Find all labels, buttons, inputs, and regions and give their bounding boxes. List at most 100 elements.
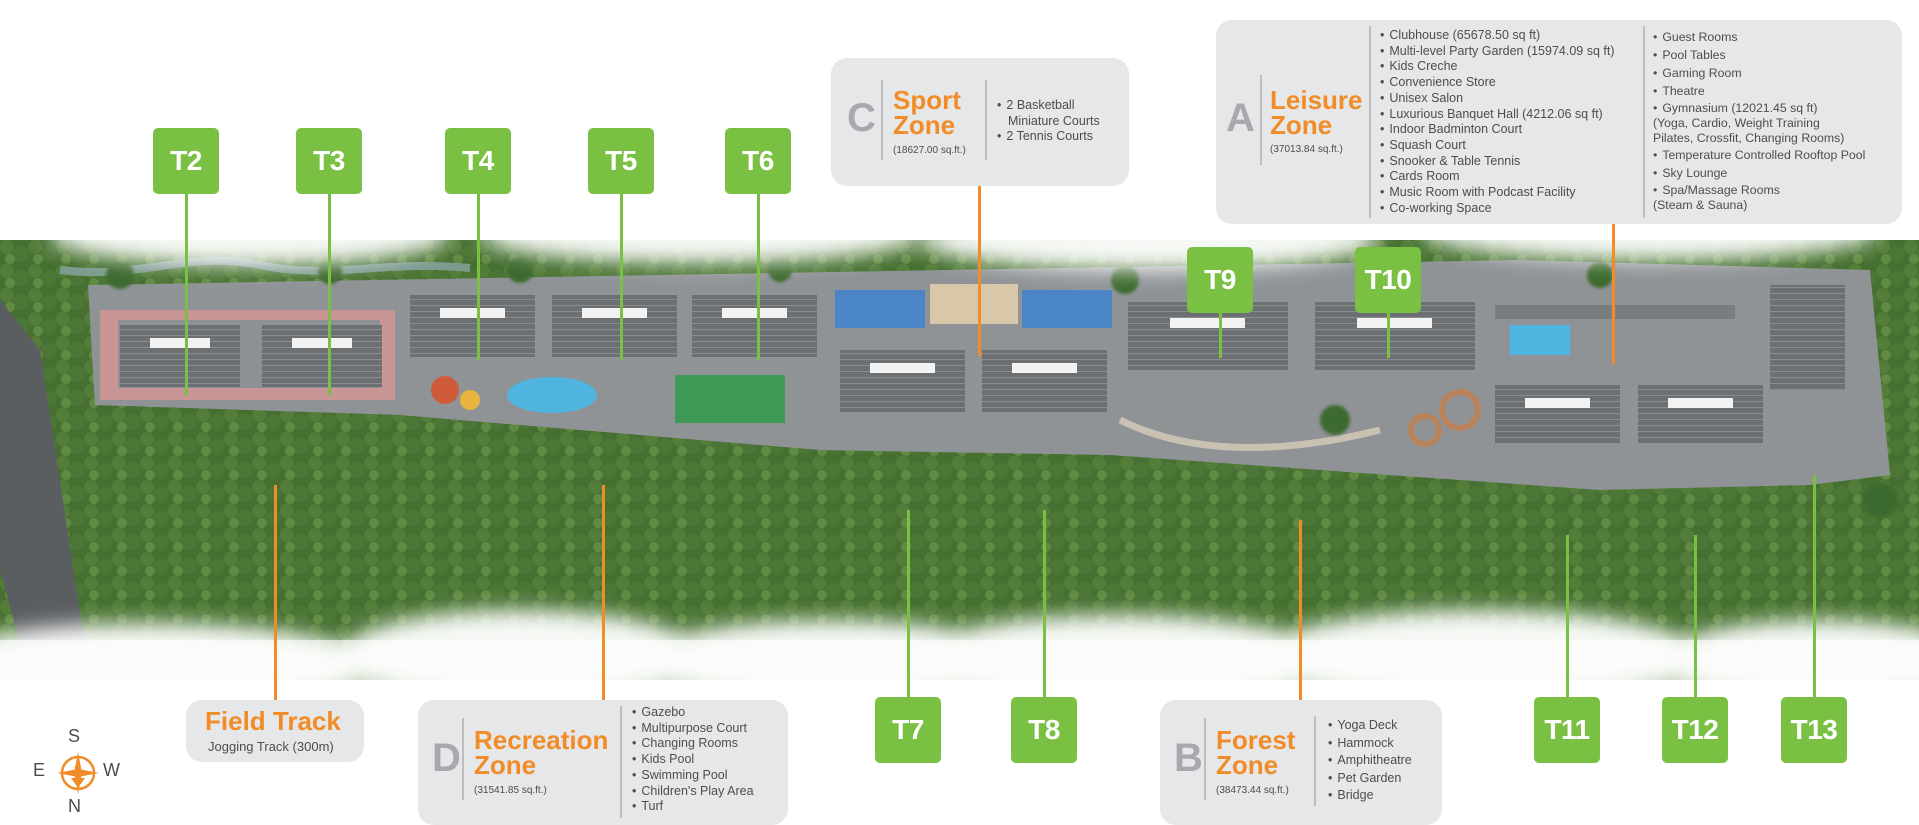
forest-zone-features: Yoga Deck Hammock Amphitheatre Pet Garde… [1328,717,1412,805]
compass-west-label: W [103,760,120,780]
feature-item: Yoga Deck [1328,717,1412,735]
forest-zone-letter: B [1174,736,1203,780]
leisure-zone-letter: A [1226,96,1255,140]
t12-pointer-line [1694,535,1697,700]
leisure-zone-title-line1: Leisure [1270,85,1363,115]
feature-item: Gymnasium (12021.45 sq ft) [1653,100,1865,116]
tower-t5-tag[interactable]: T5 [588,128,654,194]
divider [985,80,987,160]
feature-item: Convenience Store [1380,75,1615,91]
divider [1369,26,1371,218]
sport-zone-pointer-line [978,186,981,356]
feature-item: Unisex Salon [1380,91,1615,107]
divider [881,80,883,160]
field-track-title: Field Track [205,706,341,736]
feature-item: Luxurious Banquet Hall (4212.06 sq ft) [1380,107,1615,123]
feature-item: Swimming Pool [632,768,754,784]
leisure-zone-pointer-line [1612,224,1615,364]
recreation-zone-features: Gazebo Multipurpose Court Changing Rooms… [632,705,754,815]
t8-pointer-line [1043,510,1046,700]
divider [1643,26,1645,218]
compass-east-label: E [33,760,46,780]
t13-pointer-line [1813,475,1816,700]
compass-north-label: N [68,796,81,816]
tower-t7-tag[interactable]: T7 [875,697,941,763]
feature-item: Multipurpose Court [632,721,754,737]
sport-zone-letter: C [847,96,876,140]
leisure-zone-features-col2: Guest Rooms Pool Tables Gaming Room Thea… [1653,28,1865,213]
feature-item-continued: Miniature Courts [1008,113,1100,128]
feature-item: Indoor Badminton Court [1380,122,1615,138]
leisure-zone-title-line2: Zone [1270,110,1333,140]
recreation-zone-card[interactable]: D Recreation Zone (31541.85 sq.ft.) Gaze… [418,700,788,825]
tower-t3-tag[interactable]: T3 [296,128,362,194]
forest-zone-card[interactable]: B Forest Zone (38473.44 sq.ft.) Yoga Dec… [1160,700,1442,825]
t2-pointer-line [185,190,188,395]
t10-pointer-line [1387,310,1390,358]
feature-item: Theatre [1653,82,1865,100]
recreation-zone-title-line1: Recreation [474,725,609,755]
t7-pointer-line [907,510,910,700]
tower-t10-tag[interactable]: T10 [1355,247,1421,313]
t11-pointer-line [1566,535,1569,700]
t9-pointer-line [1219,310,1222,358]
recreation-zone-letter: D [432,736,461,780]
feature-item: Co-working Space [1380,201,1615,217]
divider [1314,716,1316,806]
feature-item: Gaming Room [1653,64,1865,82]
building-footprints [120,285,1845,443]
feature-item: Snooker & Table Tennis [1380,154,1615,170]
feature-item: 2 Tennis Courts [997,129,1100,145]
tower-t9-tag[interactable]: T9 [1187,247,1253,313]
compass-south-label: S [68,726,81,746]
feature-item: Guest Rooms [1653,28,1865,46]
leisure-zone-features-col1: Clubhouse (65678.50 sq ft) Multi-level P… [1380,28,1615,217]
aerial-site-plan [0,240,1919,680]
field-track-subtitle: Jogging Track (300m) [208,739,334,754]
t4-pointer-line [477,190,480,360]
feature-item: Kids Pool [632,752,754,768]
feature-item: Temperature Controlled Rooftop Pool [1653,146,1865,164]
feature-item: Changing Rooms [632,736,754,752]
leisure-zone-card[interactable]: A Leisure Zone (37013.84 sq.ft.) Clubhou… [1216,20,1902,224]
field-track-card[interactable]: Field Track Jogging Track (300m) [186,700,364,762]
tower-t11-tag[interactable]: T11 [1534,697,1600,763]
feature-item: Turf [632,799,754,815]
divider [620,706,622,818]
feature-item: Gazebo [632,705,754,721]
feature-item: Spa/Massage Rooms [1653,182,1865,198]
feature-item: Bridge [1328,787,1412,805]
feature-item: Clubhouse (65678.50 sq ft) [1380,28,1615,44]
feature-item: Pet Garden [1328,770,1412,788]
tower-t8-tag[interactable]: T8 [1011,697,1077,763]
leisure-zone-area: (37013.84 sq.ft.) [1270,144,1343,155]
divider [462,718,464,800]
feature-item-continued: (Steam & Sauna) [1653,198,1748,212]
field-track-pointer-line [274,485,277,700]
recreation-zone-pointer-line [602,485,605,700]
compass: S E W N [28,726,128,816]
tower-t4-tag[interactable]: T4 [445,128,511,194]
sport-zone-features: 2 Basketball Miniature Courts 2 Tennis C… [997,98,1100,145]
forest-zone-area: (38473.44 sq.ft.) [1216,785,1289,796]
recreation-zone-title-line2: Zone [474,750,537,780]
t3-pointer-line [328,190,331,395]
feature-item: Sky Lounge [1653,164,1865,182]
forest-zone-title-line2: Zone [1216,750,1279,780]
divider [1204,718,1206,800]
feature-item: Pool Tables [1653,46,1865,64]
feature-item: Children's Play Area [632,784,753,800]
sport-zone-card[interactable]: C Sport Zone (18627.00 sq.ft.) 2 Basketb… [831,58,1129,186]
feature-item: Music Room with Podcast Facility [1380,185,1615,201]
tower-t6-tag[interactable]: T6 [725,128,791,194]
tower-t2-tag[interactable]: T2 [153,128,219,194]
feature-item: Squash Court [1380,138,1615,154]
feature-item: Multi-level Party Garden (15974.09 sq ft… [1380,44,1614,60]
tower-t13-tag[interactable]: T13 [1781,697,1847,763]
tower-t12-tag[interactable]: T12 [1662,697,1728,763]
feature-item: Kids Creche [1380,59,1615,75]
sport-zone-area: (18627.00 sq.ft.) [893,145,966,156]
t6-pointer-line [757,190,760,360]
feature-item: 2 Basketball [997,98,1100,114]
feature-item: Cards Room [1380,169,1615,185]
